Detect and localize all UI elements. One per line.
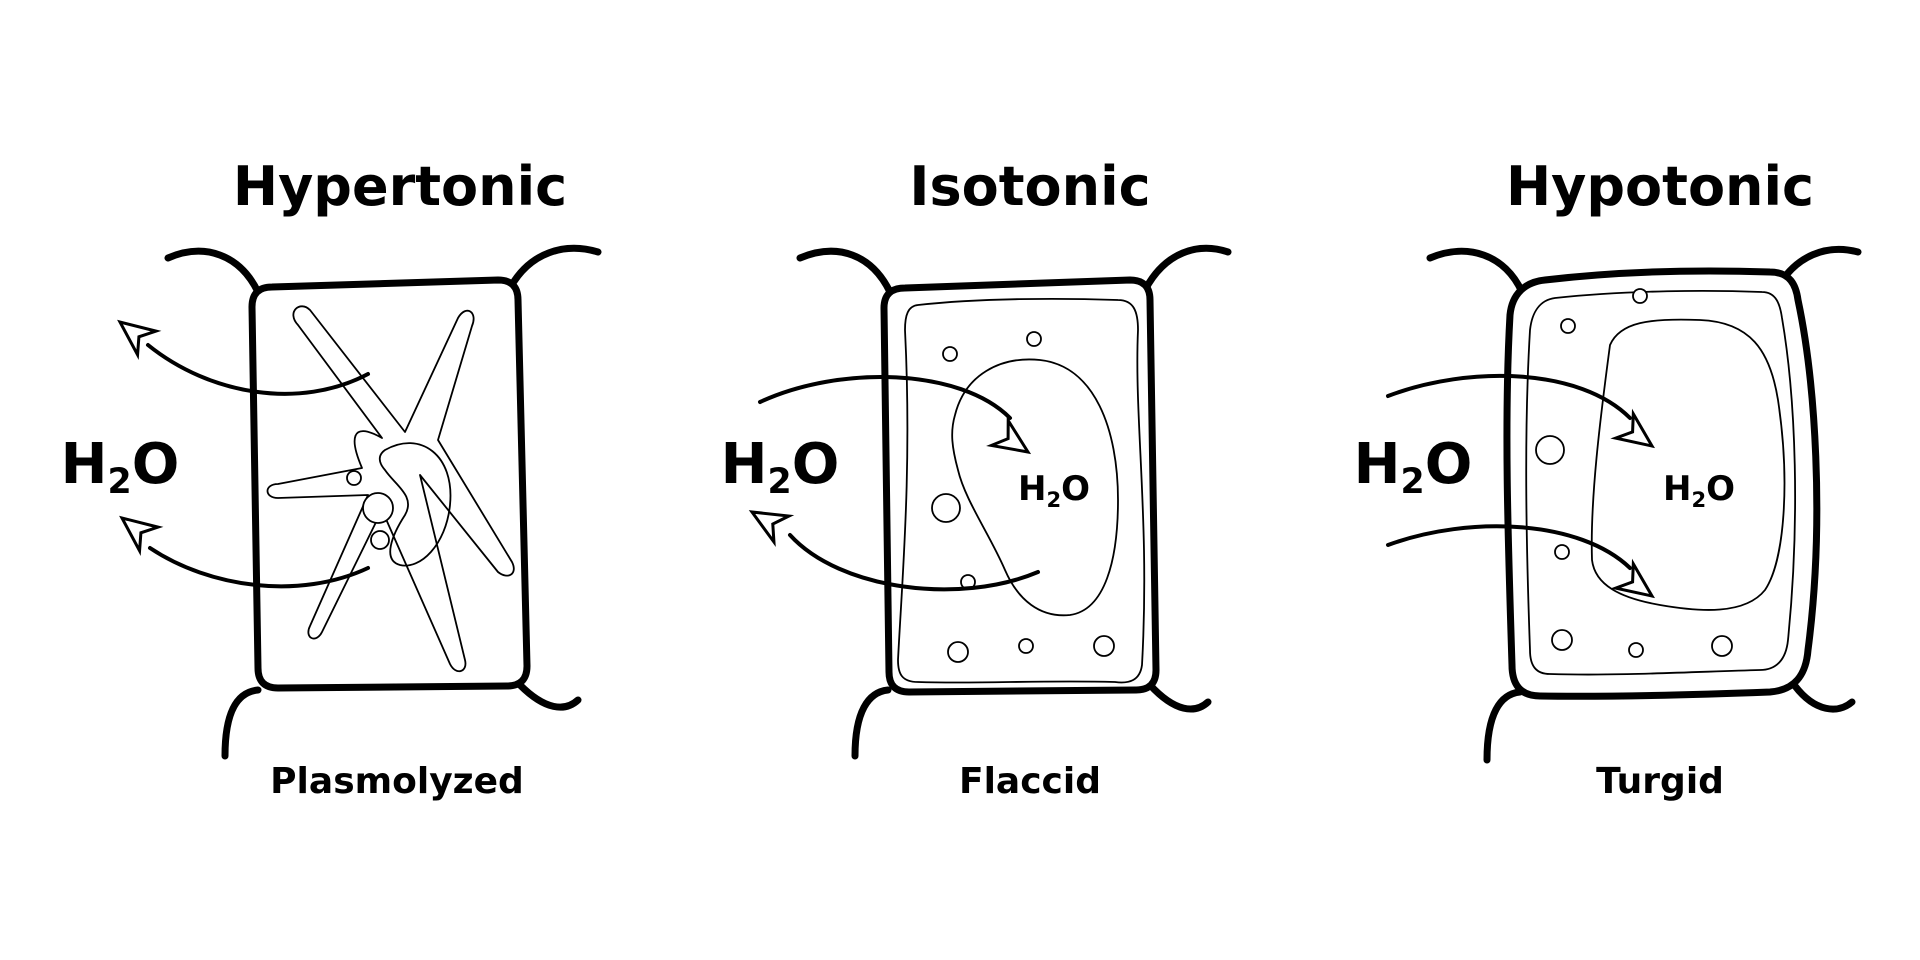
cell-membrane	[897, 297, 1146, 684]
organelle	[1554, 544, 1570, 560]
neighbor-wall-bottom-left	[1483, 688, 1524, 764]
water-flow-arrow	[146, 343, 370, 396]
organelle	[1026, 331, 1042, 347]
organelle	[1018, 638, 1034, 654]
organelle	[1560, 318, 1576, 334]
organelle	[931, 493, 961, 523]
organelle	[1551, 629, 1573, 651]
neighbor-wall-top-left	[796, 247, 894, 296]
neighbor-wall-top-right	[1141, 244, 1232, 294]
organelle	[1093, 635, 1115, 657]
title-hypotonic: Hypotonic	[1506, 155, 1814, 218]
vacuole	[378, 442, 452, 567]
vacuole	[1590, 318, 1786, 611]
cell-wall	[1503, 267, 1821, 700]
water-label-outside: H2O	[721, 432, 840, 502]
water-flow-arrow	[148, 546, 370, 589]
organelle	[1711, 635, 1733, 657]
organelle	[1632, 288, 1648, 304]
water-label-inside: H2O	[1018, 469, 1090, 512]
cell-wall	[248, 276, 531, 692]
state-label-flaccid: Flaccid	[959, 761, 1101, 802]
neighbor-wall-bottom-left	[851, 686, 892, 760]
water-flow-arrow	[1386, 373, 1632, 420]
neighbor-wall-bottom-right	[1146, 681, 1212, 713]
shrunken-protoplast	[266, 305, 515, 673]
cell-panel-hypotonic: Hypotonic H2O H2O Turgid	[1354, 155, 1862, 802]
state-label-plasmolyzed: Plasmolyzed	[270, 761, 524, 802]
organelle	[362, 492, 394, 524]
organelle	[942, 346, 958, 362]
neighbor-wall-bottom-left	[221, 686, 262, 760]
neighbor-wall-bottom-right	[516, 681, 582, 711]
arrow-head	[743, 497, 791, 544]
organelle	[1628, 642, 1644, 658]
state-label-turgid: Turgid	[1596, 761, 1724, 802]
neighbor-wall-top-right	[506, 244, 602, 292]
organelle	[947, 641, 969, 663]
water-flow-arrow	[788, 533, 1040, 592]
water-flow-arrow	[758, 375, 1012, 420]
water-label-inside: H2O	[1663, 469, 1735, 512]
vacuole	[951, 358, 1119, 617]
organelle	[346, 470, 362, 486]
title-hypertonic: Hypertonic	[233, 155, 567, 218]
cell-panel-hypertonic: Hypertonic H2O Plasmolyzed	[61, 155, 602, 802]
cell-panel-isotonic: Isotonic H2O H2O Flaccid	[721, 155, 1232, 802]
cell-membrane	[1525, 289, 1796, 676]
neighbor-wall-top-left	[164, 247, 262, 296]
neighbor-wall-top-left	[1426, 247, 1526, 296]
title-isotonic: Isotonic	[909, 155, 1150, 218]
water-label-outside: H2O	[1354, 432, 1473, 502]
water-flow-arrow	[1386, 524, 1632, 570]
organelle	[1535, 435, 1565, 465]
organelle	[370, 530, 390, 550]
neighbor-wall-bottom-right	[1791, 682, 1856, 713]
arrow-head	[111, 504, 160, 553]
water-label-outside: H2O	[61, 432, 180, 502]
